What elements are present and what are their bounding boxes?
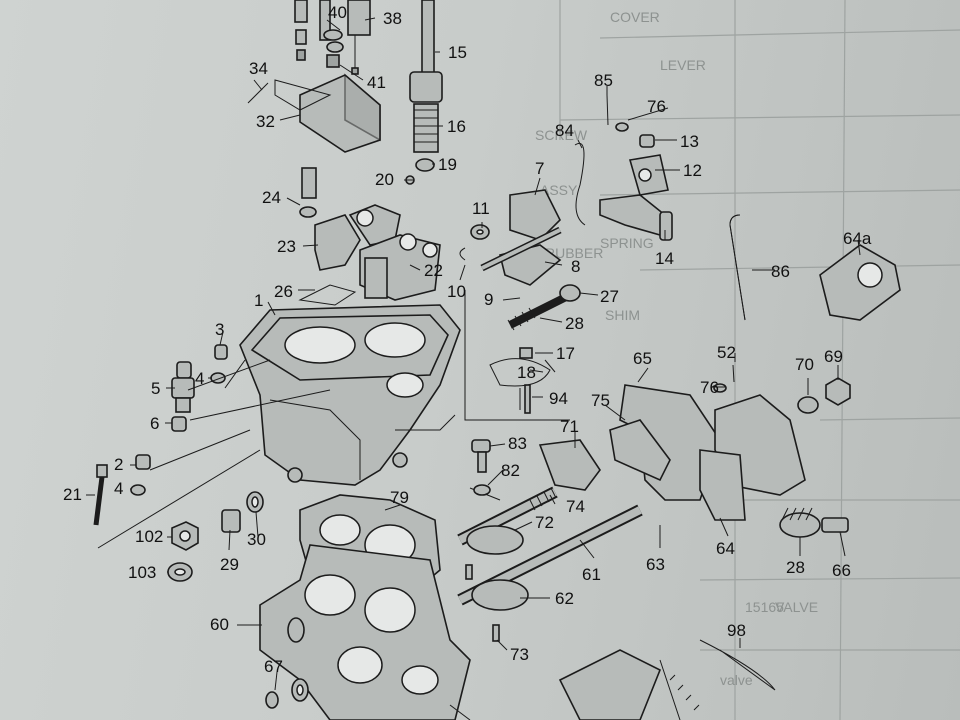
carburetor-base-60 bbox=[259, 544, 471, 720]
part-number-callout: 28 bbox=[565, 314, 584, 333]
part-number-callout: 20 bbox=[375, 170, 394, 189]
ghost-text: ASSY bbox=[540, 182, 578, 198]
part-number-callout: 29 bbox=[220, 555, 239, 574]
part-number-callout: 64a bbox=[843, 229, 872, 248]
part-number-callout: 18 bbox=[517, 363, 536, 382]
ghost-text: SPRING bbox=[600, 235, 654, 251]
needle-valve-15 bbox=[405, 0, 443, 185]
part-number-callout: 84 bbox=[555, 121, 574, 140]
part-number-callout: 61 bbox=[582, 565, 601, 584]
part-number-callout: 66 bbox=[832, 561, 851, 580]
part-number-callout: 76 bbox=[647, 97, 666, 116]
part-number-callout: 22 bbox=[424, 261, 443, 280]
part-number-callout: 41 bbox=[367, 73, 386, 92]
part-number-callout: 72 bbox=[535, 513, 554, 532]
leader-lines bbox=[97, 290, 570, 549]
ghost-text: RUBBER bbox=[545, 245, 603, 261]
part-number-callout: 8 bbox=[571, 257, 580, 276]
part-number-callout: 32 bbox=[256, 112, 275, 131]
part-number-callout: 60 bbox=[210, 615, 229, 634]
background-table-grid bbox=[559, 0, 960, 720]
part-number-callout: 2 bbox=[114, 455, 123, 474]
part-number-callout: 83 bbox=[508, 434, 527, 453]
throttle-lever-assembly bbox=[538, 364, 851, 538]
float-part-32 bbox=[274, 73, 381, 153]
part-number-callout: 94 bbox=[549, 389, 568, 408]
ghost-text: 15165 bbox=[745, 599, 784, 615]
part-number-callout: 16 bbox=[447, 117, 466, 136]
spring-screw-27-28 bbox=[489, 284, 581, 414]
label-leader-lines bbox=[86, 17, 861, 691]
part-number-callout: 86 bbox=[771, 262, 790, 281]
part-number-callout: 23 bbox=[277, 237, 296, 256]
carburetor-cover-1 bbox=[239, 304, 461, 486]
part-number-callout: 4 bbox=[114, 479, 123, 498]
part-number-callout: 62 bbox=[555, 589, 574, 608]
part-number-callout: 21 bbox=[63, 485, 82, 504]
part-number-callout: 69 bbox=[824, 347, 843, 366]
ghost-text: SCREW bbox=[535, 127, 588, 143]
part-number-callout: 4 bbox=[195, 369, 204, 388]
part-number-callout: 9 bbox=[484, 290, 493, 309]
part-number-callout: 12 bbox=[683, 161, 702, 180]
ghost-text: SHIM bbox=[605, 307, 640, 323]
part-number-callout: 74 bbox=[566, 497, 585, 516]
part-number-callout: 52 bbox=[717, 343, 736, 362]
part-number-callout: 40 bbox=[328, 3, 347, 22]
part-number-callout: 7 bbox=[535, 159, 544, 178]
part-number-callout: 63 bbox=[646, 555, 665, 574]
part-number-callout: 24 bbox=[262, 188, 281, 207]
part-number-callout: 10 bbox=[447, 282, 466, 301]
part-number-callout: 6 bbox=[150, 414, 159, 433]
part-number-callout: 38 bbox=[383, 9, 402, 28]
part-number-callout: 70 bbox=[795, 355, 814, 374]
part-number-callout: 79 bbox=[390, 488, 409, 507]
part-number-callout: 15 bbox=[448, 43, 467, 62]
part-number-callout: 14 bbox=[655, 249, 674, 268]
part-number-callout: 82 bbox=[501, 461, 520, 480]
part-number-callout: 64 bbox=[716, 539, 735, 558]
part-number-callout: 73 bbox=[510, 645, 529, 664]
part-number-callout: 1 bbox=[254, 291, 263, 310]
ghost-text: LEVER bbox=[660, 57, 706, 73]
part-number-callout: 65 bbox=[633, 349, 652, 368]
ghost-text: valve bbox=[720, 672, 753, 688]
ghost-table-text: COVER LEVER SCREW ASSY SPRING RUBBER SHI… bbox=[535, 9, 818, 688]
part-number-callout: 28 bbox=[786, 558, 805, 577]
part-number-callout: 19 bbox=[438, 155, 457, 174]
part-number-callout: 27 bbox=[600, 287, 619, 306]
screws-left bbox=[93, 344, 264, 582]
part-number-callout: 85 bbox=[594, 71, 613, 90]
return-spring-98 bbox=[449, 639, 776, 720]
part-number-callout: 102 bbox=[135, 527, 163, 546]
part-number-callout: 11 bbox=[472, 199, 490, 218]
part-number-callout: 103 bbox=[128, 563, 156, 582]
part-number-callout: 98 bbox=[727, 621, 746, 640]
part-number-callout: 71 bbox=[560, 417, 579, 436]
part-number-callout: 5 bbox=[151, 379, 160, 398]
throttle-shaft-parts bbox=[459, 94, 901, 321]
part-number-callout: 13 bbox=[680, 132, 699, 151]
throttle-shaft-61 bbox=[457, 439, 643, 642]
part-number-callout: 17 bbox=[556, 344, 575, 363]
ghost-text: COVER bbox=[610, 9, 660, 25]
part-number-callout: 67 bbox=[264, 657, 283, 676]
part-number-callout: 34 bbox=[249, 59, 268, 78]
part-number-callout: 26 bbox=[274, 282, 293, 301]
jet-assembly-top bbox=[247, 0, 371, 104]
housing-23-22 bbox=[298, 167, 441, 306]
part-number-callout: 76 bbox=[700, 378, 719, 397]
ghost-text: VALVE bbox=[775, 599, 818, 615]
part-number-callout: 30 bbox=[247, 530, 266, 549]
part-number-callout: 3 bbox=[215, 320, 224, 339]
